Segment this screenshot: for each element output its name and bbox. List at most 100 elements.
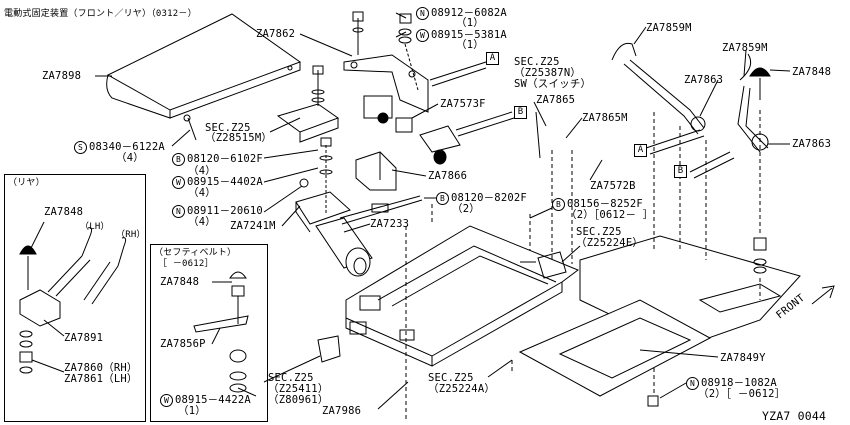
bracket-za7241m: [295, 191, 351, 233]
bolt-bottom: [647, 395, 659, 407]
label-za7849y: ZA7849Y: [720, 352, 766, 364]
belt-hooks-right: [611, 42, 769, 179]
dashed-leaders: [405, 110, 761, 420]
label-za7863-1: ZA7863: [684, 74, 724, 86]
prefix-n-icon: N: [686, 377, 699, 390]
prefix-b-icon: B: [436, 192, 449, 205]
label-za7848: ZA7848: [792, 66, 832, 78]
label-za7859m-1: ZA7859M: [646, 22, 692, 34]
label-za7241m: ZA7241M: [230, 220, 276, 232]
cover-panel: [106, 13, 302, 119]
belt-label-za7856p: ZA7856P: [160, 338, 206, 350]
prefix-n-icon: N: [172, 205, 185, 218]
floor-panel-za7849y: [518, 235, 801, 397]
label-za7573f: ZA7573F: [440, 98, 486, 110]
ref-box-a-2: A: [634, 144, 647, 157]
rear-inset-panel: [4, 174, 146, 422]
label-za7986: ZA7986: [322, 405, 362, 417]
bracket-za7866: [355, 151, 397, 191]
label-sec-z25-d-sub: （Z25224A）: [428, 383, 496, 395]
switch-right: [520, 251, 567, 279]
label-za7865: ZA7865: [536, 94, 576, 106]
label-bolt-n3-qty: （2）［ －0612］: [698, 388, 786, 400]
prefix-w-icon: W: [160, 394, 173, 407]
label-za7862: ZA7862: [256, 28, 296, 40]
rear-label-za7891: ZA7891: [64, 332, 104, 344]
rear-label-za7861: ZA7861（LH）: [64, 373, 138, 385]
label-za7233: ZA7233: [370, 218, 410, 230]
belt-inset-drawing: [193, 271, 257, 397]
label-bolt-n1-qty: （4）: [188, 216, 216, 228]
rear-label-za7860: ZA7860（RH）: [64, 362, 138, 374]
prefix-w-icon: W: [172, 176, 185, 189]
rear-label-lh: （LH）: [80, 222, 110, 232]
motor-za7233: [315, 195, 423, 277]
ref-box-b-2: B: [674, 165, 687, 178]
label-sec-z25-e: SEC.Z25: [268, 372, 314, 384]
label-bolt-b1-qty: （4）: [188, 165, 216, 177]
ref-box-a: A: [486, 52, 499, 65]
label-bolt-b3-qty: （2）［0612－ ］: [566, 209, 654, 221]
prefix-b-icon: B: [552, 198, 565, 211]
label-sec-z25-a-sub: （Z28515M）: [205, 132, 273, 144]
label-za7863-2: ZA7863: [792, 138, 832, 150]
label-sec-z25-c: SEC.Z25: [576, 226, 622, 238]
label-bolt-s-qty: （4）: [116, 152, 144, 164]
rear-inset-title: （リヤ）: [8, 178, 45, 188]
belt-inset-title: （セフティベルト）: [154, 248, 237, 258]
rear-label-rh: （RH）: [116, 230, 146, 240]
label-sec-z25-c-sub: （Z25224E）: [576, 237, 644, 249]
label-sec-z25-a: SEC.Z25: [205, 122, 251, 134]
page-title: 電動式固定装置（フロント／リヤ）（0312－）: [4, 9, 197, 19]
rear-label-za7848: ZA7848: [44, 206, 84, 218]
diagram-code: YZA7 0044: [762, 409, 827, 423]
prefix-w-icon: W: [416, 29, 429, 42]
label-bolt-w1-qty: （4）: [188, 187, 216, 199]
label-sec-z25-d: SEC.Z25: [428, 372, 474, 384]
prefix-n-icon: N: [416, 7, 429, 20]
connector-lower: [317, 335, 341, 363]
label-sec-z25-b-sub: （Z25387N）: [514, 67, 582, 79]
bracket-za7862: [343, 11, 429, 113]
label-za7866: ZA7866: [428, 170, 468, 182]
label-za7859m-2: ZA7859M: [722, 42, 768, 54]
label-sec-z25-e-sub2: （Z80961）: [268, 394, 329, 406]
bolt-right: [753, 237, 767, 274]
belt-label-za7848: ZA7848: [160, 276, 200, 288]
cable-a: [429, 57, 490, 87]
bolt-stack-center: [299, 65, 333, 215]
belt-inset-range: ［ －0612］: [158, 259, 214, 269]
screw: [183, 114, 197, 141]
label-sec-z25-b: SEC.Z25: [514, 56, 560, 68]
bracket-left: [276, 103, 340, 143]
tray-za7986: [345, 225, 580, 367]
label-bolt-n2-qty: （1）: [456, 17, 484, 29]
label-bolt-b2-qty: （2）: [452, 203, 480, 215]
rear-inset-drawing: [19, 221, 127, 374]
belt-label-qty: （1）: [178, 405, 206, 417]
leader-lines: [95, 12, 791, 410]
cap-za7848: [749, 67, 771, 100]
label-za7572b: ZA7572B: [590, 180, 636, 192]
label-sec-z25-b-sw: SW（スイッチ）: [514, 78, 592, 90]
label-za7898: ZA7898: [42, 70, 82, 82]
bolt-top-right: [398, 13, 419, 91]
label-sec-z25-e-sub1: （Z25411）: [268, 383, 329, 395]
ref-box-b: B: [514, 106, 527, 119]
label-za7865m: ZA7865M: [582, 112, 628, 124]
prefix-b-icon: B: [172, 153, 185, 166]
cable-b-actuator: [419, 111, 515, 165]
prefix-s-icon: S: [74, 141, 87, 154]
label-bolt-w2-qty: （1）: [456, 39, 484, 51]
